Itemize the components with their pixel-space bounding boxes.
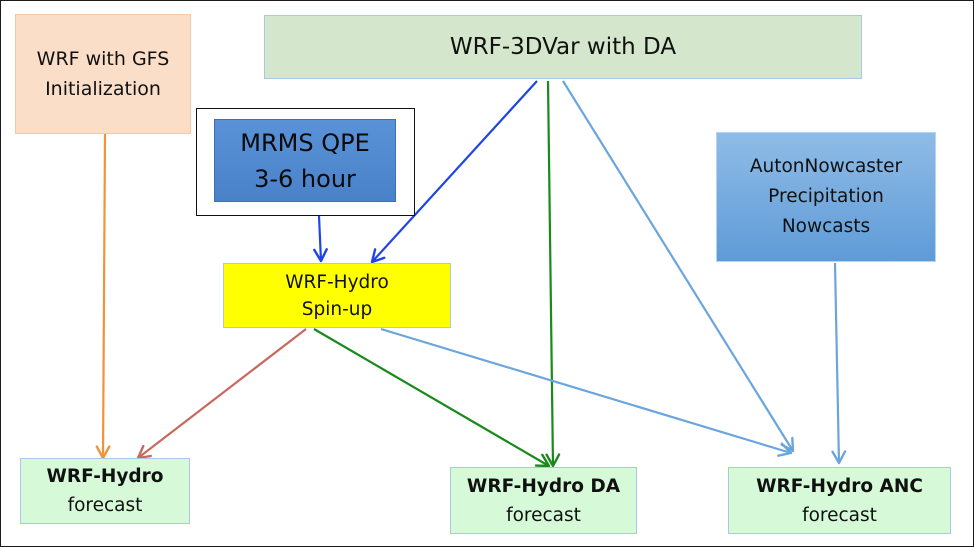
arrow-mrms-to-spinup: [313, 215, 328, 263]
anc-line3: Nowcasts: [781, 216, 871, 237]
arrow-spinup-to-fc-hydro: [136, 328, 307, 460]
wrf-3dvar-da-box: WRF-3DVar with DA: [264, 15, 862, 79]
arrow-spinup-to-fc-anc: [380, 327, 793, 457]
arrow-wrf-gfs-to-fc-hydro: [95, 133, 111, 460]
anc-line1: AutonNowcaster: [749, 156, 903, 177]
wrf-gfs-initialization-box: WRF with GFS Initialization: [15, 14, 191, 134]
wrf-hydro-spinup-box: WRF-Hydro Spin-up: [223, 263, 451, 328]
wrf-gfs-line2: Initialization: [45, 78, 161, 100]
fc-da-title: WRF-Hydro DA: [466, 475, 621, 497]
mrms-line2: 3-6 hour: [254, 164, 356, 193]
fc-anc-title: WRF-Hydro ANC: [756, 475, 923, 497]
spinup-line2: Spin-up: [301, 298, 373, 320]
spinup-line1: WRF-Hydro: [285, 271, 389, 293]
arrow-anc-to-fc-anc: [831, 262, 847, 465]
wrf-3dvar-label: WRF-3DVar with DA: [449, 34, 677, 60]
arrow-spinup-to-fc-da: [313, 328, 551, 468]
fc-hydro-sub: forecast: [67, 495, 143, 516]
wrf-hydro-anc-forecast-box: WRF-Hydro ANC forecast: [728, 467, 951, 534]
wrf-hydro-da-forecast-box: WRF-Hydro DA forecast: [450, 467, 637, 534]
anc-line2: Precipitation: [768, 186, 884, 207]
fc-da-sub: forecast: [506, 504, 581, 526]
arrow-wrf-3dvar-to-fc-da: [545, 80, 561, 468]
arrow-wrf-3dvar-to-spinup: [370, 80, 538, 264]
autonowcaster-box: AutonNowcaster Precipitation Nowcasts: [716, 132, 936, 262]
fc-anc-sub: forecast: [802, 504, 877, 526]
mrms-line1: MRMS QPE: [240, 128, 370, 157]
wrf-gfs-line1: WRF with GFS: [36, 48, 170, 70]
fc-hydro-title: WRF-Hydro: [46, 466, 164, 487]
wrf-hydro-forecast-box: WRF-Hydro forecast: [20, 458, 190, 524]
mrms-qpe-box: MRMS QPE 3-6 hour: [214, 119, 396, 202]
